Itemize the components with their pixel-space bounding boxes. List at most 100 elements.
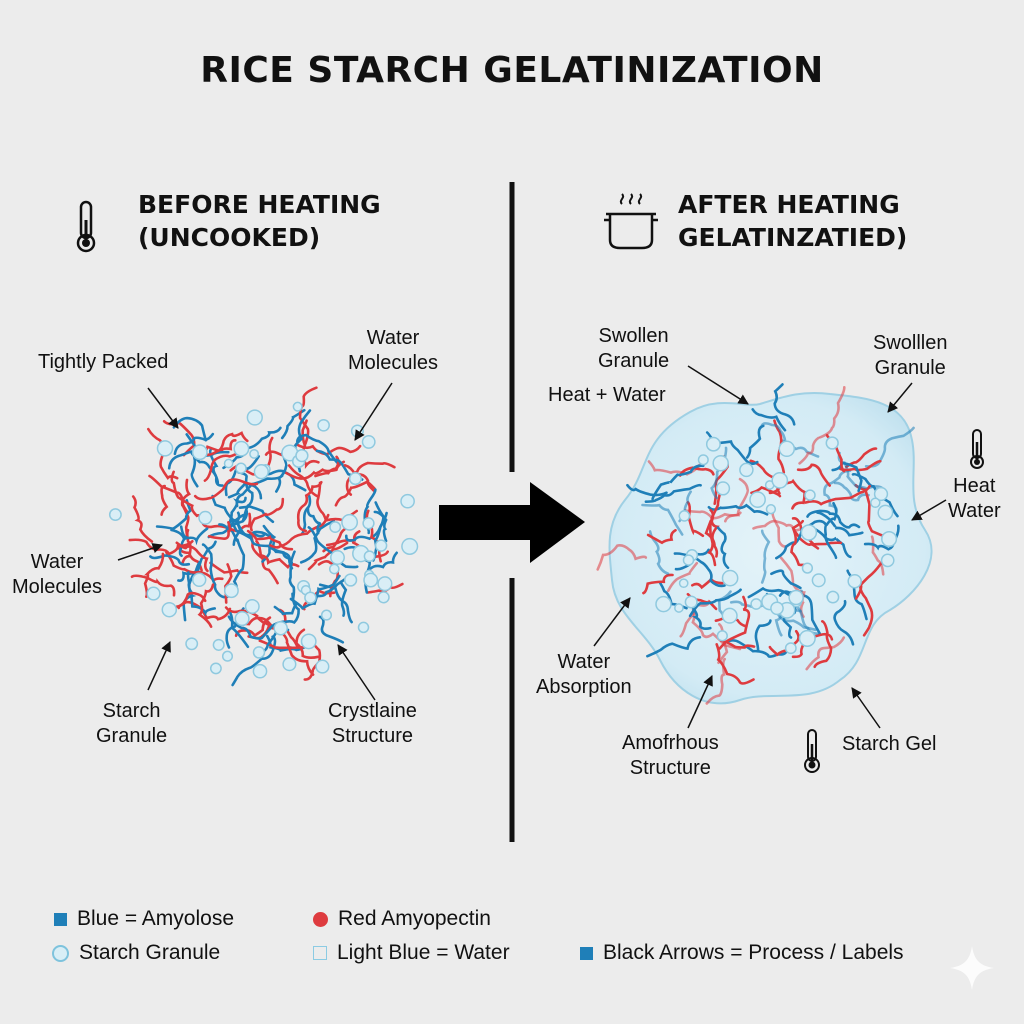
label-water-molecules-left: Water Molecules (12, 550, 102, 600)
amylopectin-chain (345, 461, 396, 496)
water-molecule (770, 601, 784, 616)
water-molecule (300, 633, 317, 650)
amylopectin-chain (193, 478, 259, 501)
amylose-chain (227, 482, 263, 500)
amylose-chain (318, 615, 345, 644)
amylopectin-chain (854, 483, 887, 538)
water-molecule (721, 607, 738, 624)
thermometer-icon (970, 429, 984, 469)
amylose-chain (248, 533, 293, 561)
label-line: Molecules (348, 352, 439, 374)
leader-starch-granule (147, 641, 171, 691)
water-molecule (678, 578, 689, 589)
label-swollen-granule-right: Swolllen Granule (873, 331, 947, 381)
water-molecule (788, 589, 804, 606)
amylose-chain (227, 615, 285, 640)
amylopectin-chain (128, 538, 194, 556)
water-molecule (804, 489, 816, 501)
after-heating-heading: AFTER HEATING GELATINZATIED) (678, 188, 907, 254)
water-molecule (191, 444, 208, 461)
amylopectin-chain (307, 541, 349, 571)
amylose-chain (864, 426, 915, 468)
amylopectin-chain (719, 639, 756, 649)
amylose-chain (222, 426, 282, 470)
amylopectin-chain (798, 436, 820, 465)
label-line: Structure (629, 757, 711, 779)
water-molecule (221, 650, 234, 662)
amylose-chain (770, 569, 802, 590)
water-molecule (721, 569, 739, 587)
amylose-chain (275, 452, 288, 493)
amylose-chain (710, 446, 728, 500)
amylopectin-chain (200, 431, 249, 457)
amylose-chain (754, 619, 772, 653)
water-molecule (880, 553, 895, 568)
amylopectin-chain (804, 484, 871, 506)
amylopectin-chain (325, 530, 361, 547)
amylose-chain (369, 551, 398, 570)
amylose-chain (833, 599, 855, 646)
amylose-chain (178, 525, 189, 557)
water-molecule (715, 481, 731, 496)
amylose-chain (778, 590, 822, 636)
amylopectin-chain (642, 573, 674, 595)
label-tightly-packed: Tightly Packed (38, 351, 169, 373)
water-molecule (185, 637, 199, 651)
amylopectin-chain (269, 513, 330, 549)
amylopectin-chain (596, 544, 648, 571)
amylopectin-chain (818, 386, 846, 439)
gelatinized-starch-network (596, 383, 915, 705)
amylopectin-chain (255, 540, 300, 569)
water-molecule (697, 454, 709, 466)
label-line: Structure (331, 725, 414, 747)
water-molecule (363, 550, 376, 563)
thermometer-icon (76, 200, 96, 253)
water-molecule (198, 510, 213, 525)
amylose-chain (211, 494, 242, 546)
amylopectin-chain (258, 639, 306, 650)
water-molecule (374, 539, 388, 552)
blue-square-icon (54, 912, 67, 926)
label-line: Water (366, 327, 420, 349)
water-molecule (304, 591, 317, 604)
water-molecule (811, 573, 826, 588)
amylose-chain (626, 483, 668, 497)
amylopectin-chain (691, 577, 724, 590)
water-molecule (161, 601, 178, 618)
water-molecule (317, 418, 330, 432)
sparkle-icon (950, 946, 994, 990)
amylose-chain (273, 602, 298, 616)
water-molecule (246, 409, 263, 426)
amylopectin-chain (197, 583, 215, 628)
amylose-chain (823, 502, 838, 560)
before-heating-heading: BEFORE HEATING (UNCOOKED) (138, 188, 381, 254)
water-molecule (739, 462, 754, 478)
amylopectin-chain (717, 623, 729, 664)
water-molecule (330, 550, 345, 565)
leader-crystalline (337, 644, 376, 701)
amylopectin-chain (175, 591, 207, 608)
amylopectin-chain (805, 636, 846, 671)
label-line: Amofrhous (622, 732, 719, 754)
starch-granule-cluster (108, 386, 419, 687)
heading-line: BEFORE HEATING (138, 190, 381, 219)
amylopectin-chain (678, 466, 715, 477)
water-molecule (749, 491, 766, 508)
amylose-chain (186, 571, 216, 617)
amylose-chain (823, 469, 852, 513)
amylose-chain (288, 550, 296, 602)
water-molecule (235, 462, 247, 474)
amylopectin-chain (160, 484, 169, 516)
amylose-chain (846, 569, 868, 621)
amylose-chain (218, 509, 249, 531)
amylose-chain (201, 543, 231, 599)
granule-circle-icon (52, 944, 69, 962)
amylose-chain (707, 503, 769, 516)
water-molecule (798, 629, 816, 647)
label-starch-gel: Starch Gel (842, 733, 937, 755)
amylopectin-chain (679, 599, 711, 638)
heading-line: (UNCOOKED) (138, 223, 321, 252)
water-molecule (234, 611, 250, 627)
amylopectin-chain (750, 486, 782, 498)
